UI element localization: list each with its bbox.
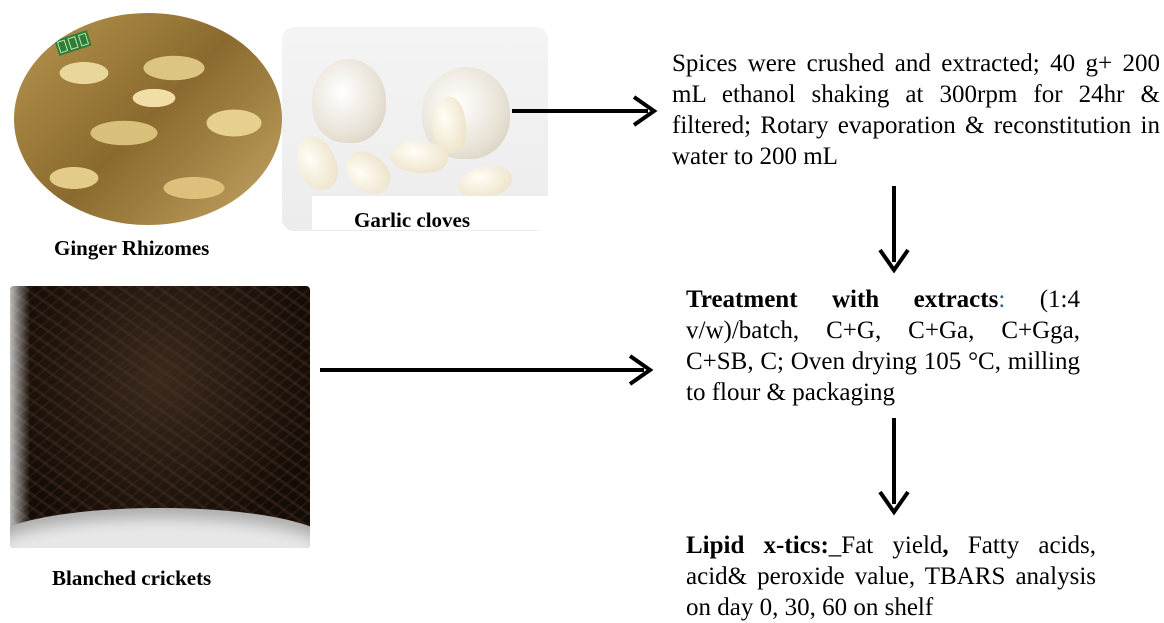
flow-arrows [0,0,1164,622]
